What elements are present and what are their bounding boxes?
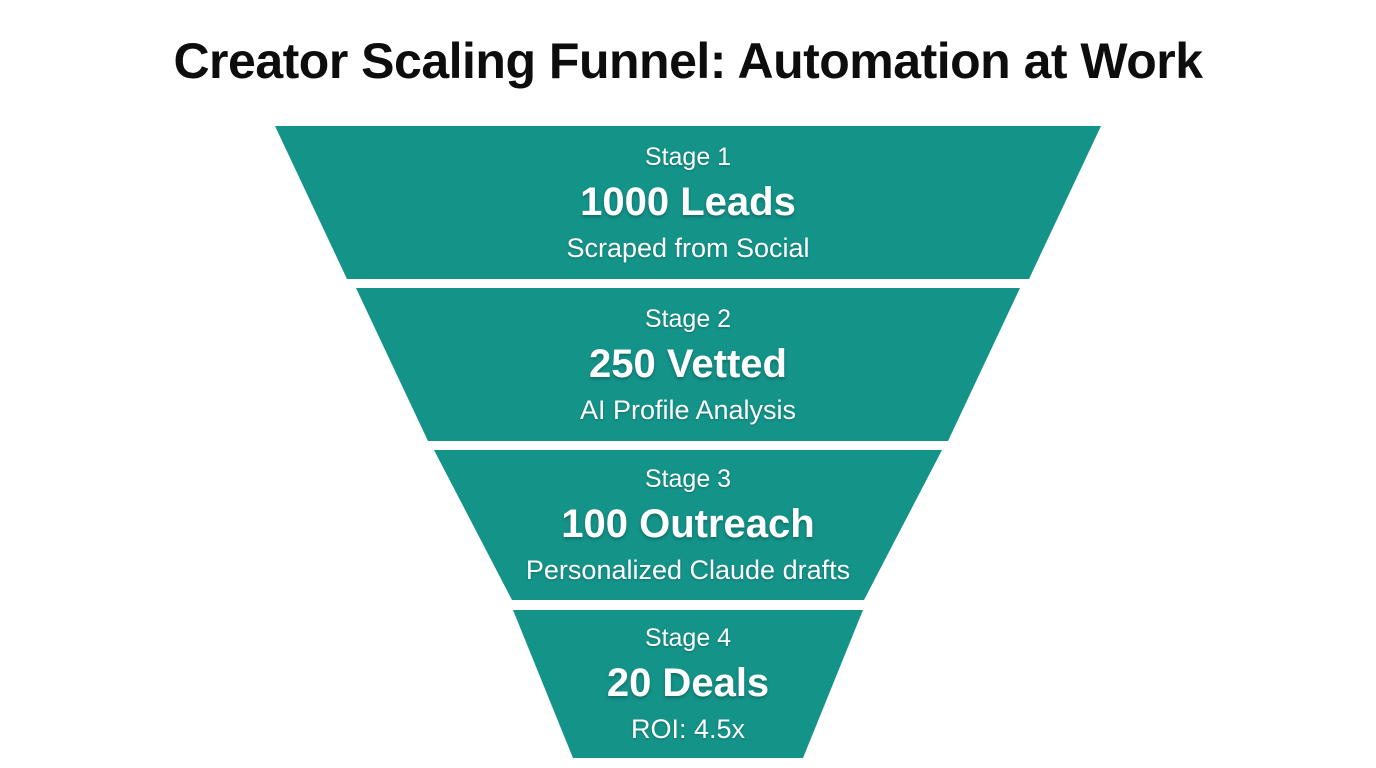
funnel-stage-1-shape: [275, 126, 1101, 279]
funnel-stage-2[interactable]: Stage 2 250 Vetted AI Profile Analysis: [0, 288, 1376, 441]
funnel-stage-4-shape: [513, 610, 863, 758]
funnel-stage-2-shape: [356, 288, 1020, 441]
page-title: Creator Scaling Funnel: Automation at Wo…: [173, 33, 1203, 89]
funnel-stage-3-shape: [434, 450, 942, 600]
funnel-stage-4[interactable]: Stage 4 20 Deals ROI: 4.5x: [0, 610, 1376, 758]
funnel-stage-1[interactable]: Stage 1 1000 Leads Scraped from Social: [0, 126, 1376, 279]
funnel-stage-3[interactable]: Stage 3 100 Outreach Personalized Claude…: [0, 450, 1376, 600]
